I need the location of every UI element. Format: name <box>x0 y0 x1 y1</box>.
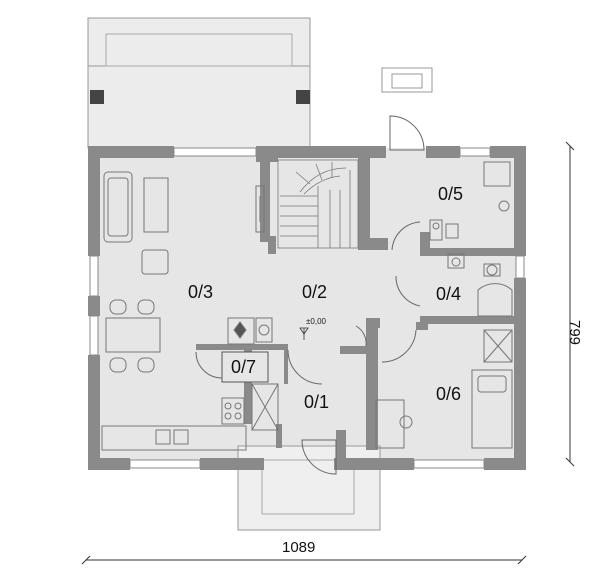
kitchen <box>101 397 247 451</box>
doors <box>195 115 425 475</box>
dimension-width <box>81 555 527 565</box>
room-label-0-6: 0/6 <box>436 384 461 404</box>
fireplace <box>227 317 273 345</box>
inner-walls <box>196 146 516 460</box>
dimension-depth-label: 799 <box>566 320 583 345</box>
room-label-0-7: 0/7 <box>231 357 256 377</box>
room-label-0-5: 0/5 <box>438 184 463 204</box>
windows <box>89 147 525 469</box>
bedroom-furniture <box>375 329 513 449</box>
bathroom-fixtures <box>429 161 511 241</box>
floor-area <box>95 148 520 463</box>
room-label-0-1: 0/1 <box>304 392 329 412</box>
chimney <box>381 67 433 93</box>
shower-fixtures <box>447 253 513 317</box>
terrace-top <box>87 17 311 149</box>
dining-table <box>105 299 161 373</box>
level-marker: ±0,00 <box>299 317 327 340</box>
room-label-0-2: 0/2 <box>302 282 327 302</box>
tv-unit <box>255 185 265 233</box>
room-label-0-4: 0/4 <box>436 284 461 304</box>
staircase <box>277 159 359 249</box>
pantry-box <box>221 351 269 383</box>
dimension-width-label: 1089 <box>282 539 315 556</box>
outer-walls <box>88 146 526 470</box>
dimension-depth <box>565 141 575 467</box>
level-label: ±0,00 <box>306 317 327 326</box>
room-label-0-3: 0/3 <box>188 282 213 302</box>
wardrobe <box>251 383 279 431</box>
sofa <box>103 171 169 275</box>
